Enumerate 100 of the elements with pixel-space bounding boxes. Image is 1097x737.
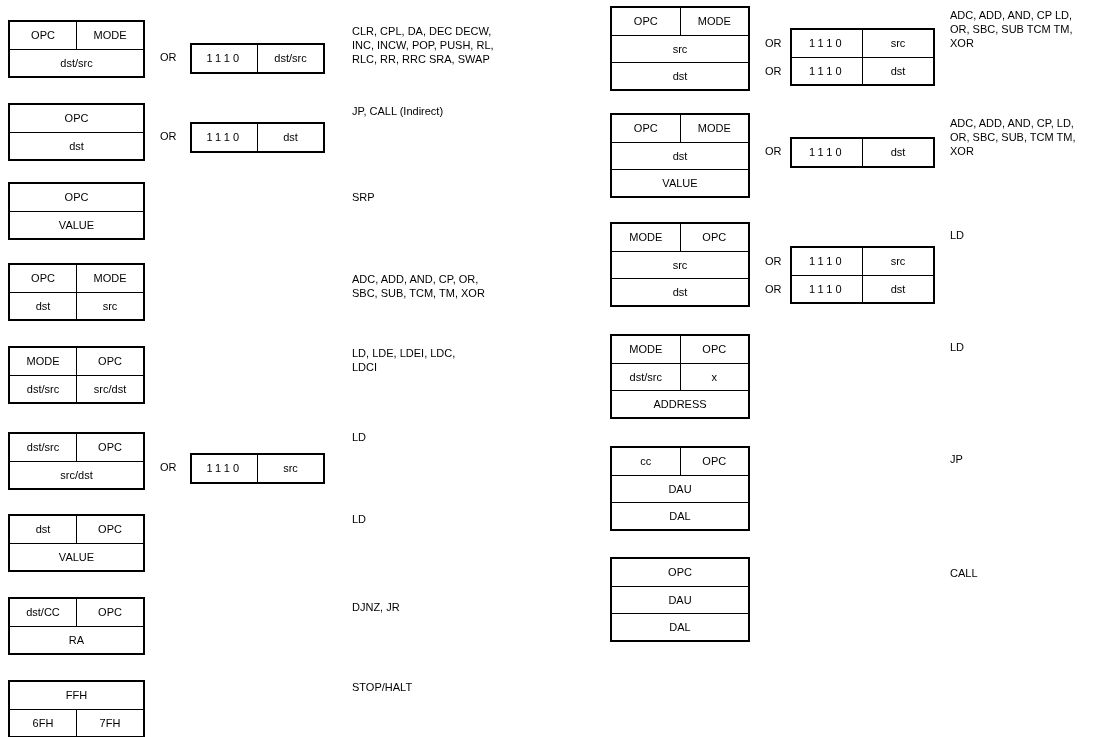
field-cell-text: VALUE (661, 175, 699, 191)
mnemonic-list: LD (352, 512, 502, 526)
mnemonic-list: ADC, ADD, AND, CP, OR, SBC, SUB, TCM, TM, XOR (352, 272, 502, 300)
field-cell-text: DAU (667, 481, 693, 497)
field-cell: dst (862, 58, 933, 84)
or-label: OR (160, 129, 177, 143)
field-cell-text: dst/src (25, 440, 61, 456)
field-cell: OPC (679, 448, 748, 475)
instruction-format-frame (8, 597, 145, 655)
field-cell-text: DAL (668, 619, 692, 635)
mnemonic-list: LD (352, 430, 502, 444)
instruction-format-frame (8, 432, 145, 490)
instruction-format-frame (8, 514, 145, 572)
field-cell-text: 1110 (807, 254, 846, 270)
instruction-format-frame (8, 103, 145, 161)
instruction-format-frame (790, 137, 935, 168)
field-cell: OPC (76, 348, 143, 375)
field-cell-text: MODE (628, 342, 664, 358)
or-label: OR (765, 144, 782, 158)
or-label: OR (765, 64, 782, 78)
field-cell-text: dst/CC (25, 605, 61, 621)
field-cell: OPC (76, 599, 143, 626)
instruction-format-frame (790, 28, 935, 86)
field-cell-text: OPC (30, 271, 56, 287)
mnemonic-list: STOP/HALT (352, 680, 502, 694)
instruction-format-frame (610, 446, 750, 531)
field-cell-text: OPC (63, 190, 90, 206)
field-cell-text: OPC (632, 14, 659, 30)
field-cell-text: ADDRESS (652, 396, 708, 412)
mnemonic-list: JP, CALL (Indirect) (352, 104, 502, 118)
field-cell: src (862, 248, 933, 275)
field-cell-text: dst (671, 68, 689, 84)
field-cell-text: 1110 (807, 145, 846, 161)
field-cell: MODE (679, 8, 748, 35)
or-label: OR (765, 282, 782, 296)
field-cell-text: 1110 (205, 130, 244, 146)
field-cell: src (257, 455, 323, 482)
field-cell-text: dst (68, 138, 85, 154)
field-cell-text: VALUE (57, 549, 96, 565)
field-cell: src/dst (76, 376, 143, 402)
field-cell-text: 1110 (807, 63, 846, 79)
field-cell-text: DAL (668, 508, 692, 524)
instruction-format-frame (8, 680, 145, 737)
instruction-format-frame (190, 122, 325, 153)
instruction-format-frame (8, 182, 145, 240)
field-cell: src (862, 30, 933, 57)
field-cell-text: dst (34, 522, 52, 538)
field-cell: dst (862, 139, 933, 166)
instruction-format-frame (790, 246, 935, 304)
instruction-format-frame (610, 222, 750, 307)
field-cell-text: OPC (30, 28, 56, 44)
instruction-format-frame (190, 453, 325, 484)
field-cell: OPC (76, 516, 143, 543)
field-cell-text: src/dst (59, 467, 94, 483)
field-cell-text: dst (671, 284, 689, 300)
mnemonic-list: LD, LDE, LDEI, LDC, LDCI (352, 346, 462, 374)
field-cell: OPC (679, 224, 748, 251)
instruction-format-frame (8, 20, 145, 78)
field-cell-text: dst (34, 298, 52, 314)
field-cell-text: cc (639, 454, 653, 470)
field-cell: x (679, 364, 748, 390)
field-cell: MODE (679, 115, 748, 142)
field-cell-text: dst/src (59, 55, 94, 71)
field-cell-text: 6FH (31, 715, 55, 731)
field-cell: src (76, 293, 143, 319)
field-cell: dst (257, 124, 323, 151)
instruction-format-frame (8, 263, 145, 321)
field-cell-text: RA (67, 632, 86, 648)
field-cell-text: dst/src (628, 369, 663, 385)
field-cell-text: src (671, 41, 689, 57)
or-label: OR (765, 254, 782, 268)
or-label: OR (160, 460, 177, 474)
field-cell-text: OPC (667, 565, 693, 581)
field-cell-text: dst (671, 148, 689, 164)
field-cell-text: 1110 (205, 51, 244, 67)
field-cell: MODE (76, 265, 143, 292)
field-cell-text: dst/src (25, 381, 61, 397)
or-label: OR (765, 36, 782, 50)
field-cell-text: OPC (63, 111, 90, 127)
field-cell: OPC (76, 434, 143, 461)
instruction-format-frame (610, 557, 750, 642)
mnemonic-list: ADC, ADD, AND, CP LD, OR, SBC, SUB TCM TM, XOR (950, 8, 1075, 50)
field-cell-text: MODE (25, 354, 61, 370)
mnemonic-list: LD (950, 340, 1085, 354)
field-cell: MODE (76, 22, 143, 49)
field-cell-text: 1110 (807, 36, 846, 52)
mnemonic-list: ADC, ADD, AND, CP, LD, OR, SBC, SUB, TCM TM, XOR (950, 116, 1085, 158)
instruction-format-frame (610, 6, 750, 91)
mnemonic-list: CLR, CPL, DA, DEC DECW, INC, INCW, POP, PUSH, RL, RLC, RR, RRC SRA, SWAP (352, 24, 502, 66)
field-cell-text: 1110 (205, 461, 244, 477)
field-cell-text: MODE (628, 230, 664, 246)
field-cell-text: VALUE (57, 217, 96, 233)
field-cell: OPC (679, 336, 748, 363)
mnemonic-list: JP (950, 452, 1085, 466)
mnemonic-list: SRP (352, 190, 502, 204)
field-cell-text: OPC (632, 121, 659, 137)
field-cell: dst (862, 276, 933, 302)
mnemonic-list: CALL (950, 566, 1085, 580)
instruction-format-frame (610, 113, 750, 198)
field-cell-text: 1110 (807, 281, 846, 297)
